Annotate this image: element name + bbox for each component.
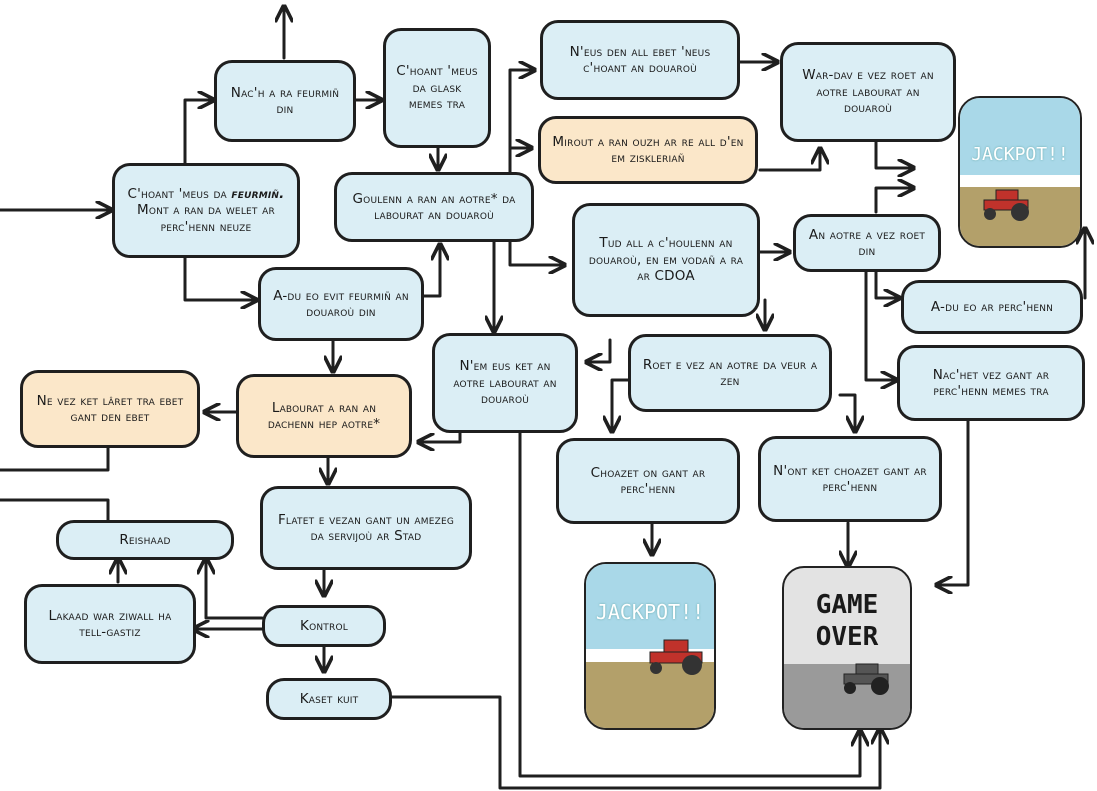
edge-choant-to-nach — [183, 100, 212, 167]
node-nem-eus: N'em eus ket an aotre labourat an douaro… — [432, 333, 578, 433]
edge-choant-to-adu — [183, 254, 255, 300]
edge-kontrol-to-reishaad — [206, 560, 264, 620]
node-nach-a-ra: Nac'h a ra feurmiñ din — [214, 60, 356, 142]
edge-aotre-to-adu-perchenn — [874, 268, 898, 298]
edge-roet-to-choazet — [612, 378, 632, 430]
node-nont-ket: N'ont ket choazet gant ar perc'henn — [758, 436, 942, 522]
node-choazet-on: Choazet on gant ar perc'henn — [556, 438, 740, 524]
node-kaset-kuit: Kaset kuit — [266, 678, 392, 720]
node-roet-veur: Roet e vez an aotre da veur a zen — [628, 334, 832, 412]
node-lakaad: Lakaad war ziwall ha tell-gastiz — [24, 584, 196, 664]
tractor-icon — [983, 189, 1029, 221]
node-nachet: Nac'het vez gant ar perc'henn memes tra — [897, 345, 1085, 421]
node-flatet: Flatet e vezan gant un amezeg da servijo… — [260, 486, 472, 570]
edge-nevez-loop — [0, 438, 110, 472]
edge-aotre-to-jackpot — [874, 188, 912, 214]
node-adu-perchenn: A-du eo ar perc'henn — [901, 280, 1083, 334]
jackpot-badge-bottom: JACKPOT!! — [584, 562, 716, 730]
node-reishaad: Reishaad — [56, 520, 234, 560]
edge-roet-to-nont — [838, 393, 855, 430]
node-choant-glask: C'hoant 'meus da glask memes tra — [383, 28, 491, 148]
node-an-aotre: An aotre a vez roet din — [793, 214, 941, 272]
node-kontrol: Kontrol — [262, 605, 386, 647]
edge-wardav-to-jackpot — [874, 140, 912, 168]
node-adu-evit: A-du eo evit feurmiñ an douaroù din — [258, 267, 424, 341]
edge-nem-to-gameover — [518, 430, 860, 778]
tractor-icon — [649, 639, 703, 675]
edge-nachet-to-gameover — [938, 418, 970, 585]
node-tud-all: Tud all a c'houlenn an douaroù, en em vo… — [572, 203, 760, 317]
edge-tud-to-nem — [588, 338, 612, 362]
edge-adu-to-goulenn — [422, 246, 440, 298]
edge-mirout-to-wardav — [758, 150, 820, 172]
edge-aotre-to-nachet — [864, 268, 895, 380]
game-over-badge: GAME OVER — [782, 566, 912, 730]
tractor-icon — [843, 663, 889, 695]
jackpot-badge-top: JACKPOT!! — [958, 96, 1082, 248]
edge-nem-to-labourat — [420, 430, 462, 442]
edge-kaset-to-gameover — [388, 695, 880, 790]
edge-reishaad-loop — [0, 498, 110, 524]
node-ne-vez-ket: Ne vez ket lâret tra ebet gant den ebet — [20, 370, 200, 448]
edge-goulenn-to-neus — [508, 70, 533, 177]
node-mirout: Mirout a ran ouzh ar re all d'en em zisk… — [538, 116, 758, 184]
edge-goulenn-to-tud — [508, 230, 563, 265]
edge-goulenn-to-mirout — [508, 148, 530, 177]
node-war-dav: War-dav e vez roet an aotre labourat an … — [780, 42, 956, 142]
node-choant-feurmin: C'hoant 'meus da feurmiñ. Mont a ran da … — [112, 163, 300, 258]
node-labourat: Labourat a ran an dachenn hep aotre* — [236, 374, 412, 458]
node-goulenn: Goulenn a ran an aotre* da labourat an d… — [334, 172, 534, 242]
node-neus-den-all: N'eus den all ebet 'neus c'hoant an doua… — [540, 20, 740, 100]
